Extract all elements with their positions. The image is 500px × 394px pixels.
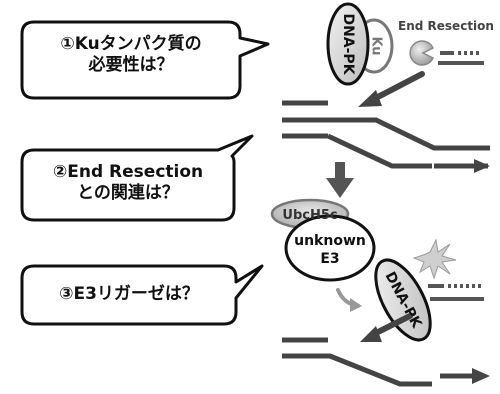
- speech-bubble-1: [20, 20, 270, 100]
- resection-arrow-bottom-line: [371, 313, 413, 337]
- question-3-text: ③E3リガーゼは？: [22, 284, 236, 305]
- dna-strand-bottom-long: [282, 353, 432, 387]
- end-resection-label: End Resection: [398, 19, 494, 33]
- resection-arrow-bottom-head: [360, 326, 382, 342]
- resection-arrow-top-line: [369, 71, 425, 103]
- question-2-text: ②End Resection との関連は？: [22, 162, 234, 205]
- speech-bubble-2: [20, 134, 254, 222]
- transition-arrow-head: [326, 178, 354, 198]
- dna-pk-top-label: DNA-PK: [340, 13, 356, 75]
- dna-pk-bottom-shape: [374, 258, 432, 342]
- dna-strand-top-diag: [326, 133, 432, 169]
- question-1-line1: ①Kuタンパク質の: [60, 34, 202, 54]
- speech-bubble-3: [20, 264, 264, 326]
- dna-arrowhead-top: [474, 159, 490, 173]
- question-1-line2: 必要性は？: [88, 55, 174, 76]
- dna-pk-top-shape: [326, 2, 370, 86]
- unknown-e3-shape: [284, 214, 376, 282]
- ubch5c-label: UbcH5c: [282, 208, 337, 223]
- dna-strand-top-long: [282, 117, 490, 151]
- ku-label: Ku: [369, 36, 384, 55]
- question-2-line1: ②End Resection: [52, 162, 204, 182]
- resection-arrow-top-head: [358, 90, 382, 107]
- ubiquitin-transfer-arrowhead: [350, 298, 362, 312]
- question-2-line2: との関連は？: [77, 183, 179, 204]
- question-3-line1: ③E3リガーゼは？: [59, 284, 199, 304]
- question-1-text: ①Kuタンパク質の 必要性は？: [22, 34, 240, 77]
- unknown-e3-label-line1: unknown: [294, 233, 366, 249]
- exonuclease-pacman-icon: [409, 40, 434, 66]
- unknown-e3-label-line2: E3: [320, 251, 339, 267]
- dna-arrowhead-bottom: [472, 368, 490, 384]
- ubiquitination-starburst-icon: [412, 238, 457, 280]
